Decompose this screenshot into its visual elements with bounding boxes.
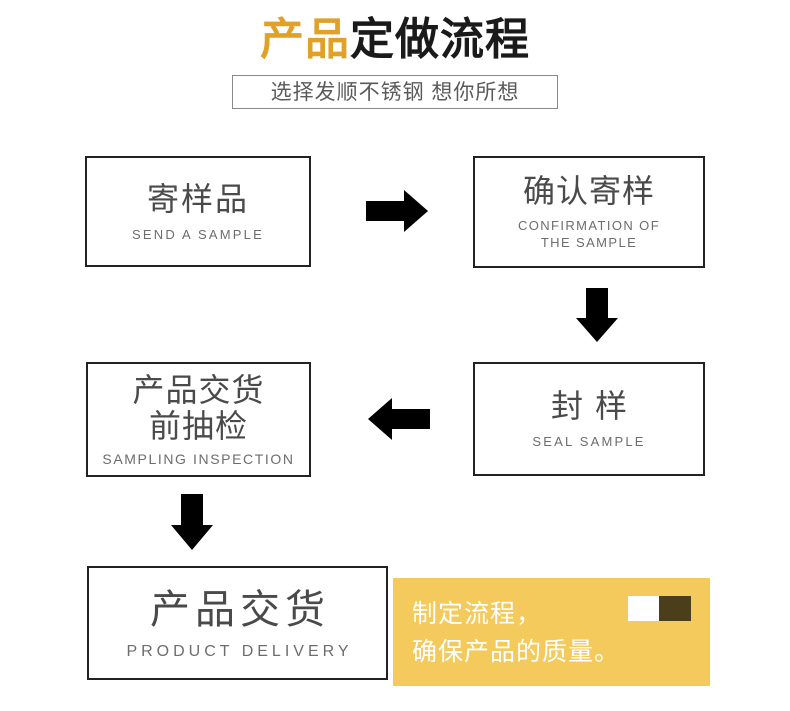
step-label-en: CONFIRMATION OF THE SAMPLE xyxy=(517,218,661,250)
step-label-en: SEND A SAMPLE xyxy=(132,226,264,242)
step-box-product-delivery: 产品交货 PRODUCT DELIVERY xyxy=(87,566,388,680)
step-box-sampling-inspection: 产品交货 前抽检 SAMPLING INSPECTION xyxy=(86,362,311,477)
step-box-send-sample: 寄样品 SEND A SAMPLE xyxy=(85,156,311,267)
page-title: 产品定做流程 xyxy=(0,12,790,68)
page-title-rest: 定做流程 xyxy=(350,15,530,64)
step-label-cn: 确认寄样 xyxy=(522,173,655,209)
step-label-cn: 封样 xyxy=(550,388,639,424)
arrow-right-icon xyxy=(366,188,428,234)
callout-panel: 制定流程， 确保产品的质量。 xyxy=(393,578,710,686)
step-box-seal-sample: 封样 SEAL SAMPLE xyxy=(473,362,705,476)
step-label-en: SEAL SAMPLE xyxy=(532,434,646,449)
step-label-en: PRODUCT DELIVERY xyxy=(126,642,353,660)
subtitle-box: 选择发顺不锈钢 想你所想 xyxy=(232,75,558,109)
swatch-light-block xyxy=(628,596,659,621)
swatch-dark-block xyxy=(659,596,691,621)
step-label-cn: 产品交货 xyxy=(150,587,330,632)
arrow-left-icon xyxy=(368,396,430,442)
step-label-cn: 寄样品 xyxy=(146,180,249,217)
arrow-down-icon xyxy=(171,494,213,550)
callout-text: 制定流程， 确保产品的质量。 xyxy=(412,600,621,666)
step-label-cn: 产品交货 前抽检 xyxy=(132,371,265,444)
step-label-en: SAMPLING INSPECTION xyxy=(102,450,295,467)
arrow-down-icon xyxy=(576,288,618,342)
step-box-confirm-sample: 确认寄样 CONFIRMATION OF THE SAMPLE xyxy=(473,156,705,268)
subtitle-text: 选择发顺不锈钢 想你所想 xyxy=(270,80,520,104)
page-title-accent: 产品 xyxy=(260,15,350,64)
